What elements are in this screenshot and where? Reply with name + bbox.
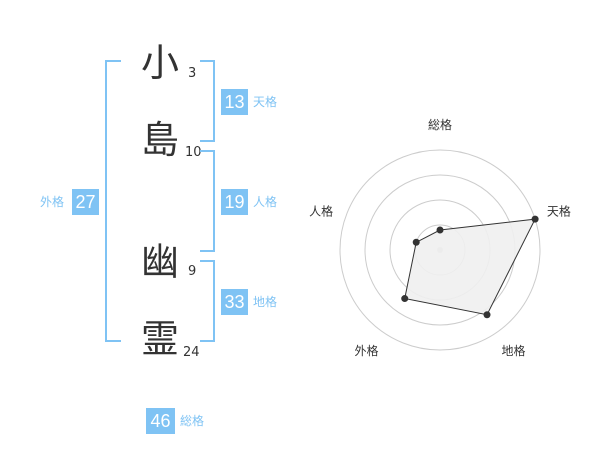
radar-axis-label-3: 地格 — [501, 343, 525, 358]
name-char-2: 島 — [140, 118, 179, 162]
chikaku-value: 33 — [221, 289, 248, 315]
radar-data-polygon — [404, 218, 536, 316]
name-char-4: 霊 — [140, 317, 179, 361]
radar-axis-label-4: 外格 — [355, 343, 379, 358]
soukaku-label: 総格 — [180, 414, 205, 428]
name-char-1: 小 — [140, 41, 179, 85]
radar-point-1 — [436, 226, 444, 234]
jinkaku-value: 19 — [221, 189, 248, 215]
radar-axis-label-2: 天格 — [547, 203, 571, 218]
name-char-3: 幽 — [140, 240, 179, 284]
radar-ring — [339, 149, 541, 351]
stroke-count-3: 9 — [188, 264, 197, 279]
gaikaku-value: 27 — [72, 189, 99, 215]
tenkaku-bracket — [200, 60, 215, 142]
radar-point-4 — [401, 295, 409, 303]
jinkaku-label: 人格 — [253, 195, 278, 209]
tenkaku-label: 天格 — [253, 95, 278, 109]
gaikaku-label: 外格 — [40, 195, 65, 209]
radar-axis-label-1: 総格 — [428, 117, 452, 132]
radar-axis-label-5: 人格 — [309, 203, 333, 218]
stroke-count-4: 24 — [183, 345, 200, 360]
stroke-count-1: 3 — [188, 66, 197, 81]
jinkaku-bracket — [200, 150, 215, 252]
radar-point-5 — [412, 238, 420, 246]
chikaku-bracket — [200, 260, 215, 342]
gaikaku-bracket — [105, 60, 121, 342]
stroke-count-2: 10 — [185, 145, 202, 160]
soukaku-value: 46 — [146, 408, 175, 434]
radar-point-3 — [483, 311, 491, 319]
tenkaku-value: 13 — [221, 89, 248, 115]
radar-point-2 — [531, 215, 539, 223]
chikaku-label: 地格 — [253, 295, 278, 309]
